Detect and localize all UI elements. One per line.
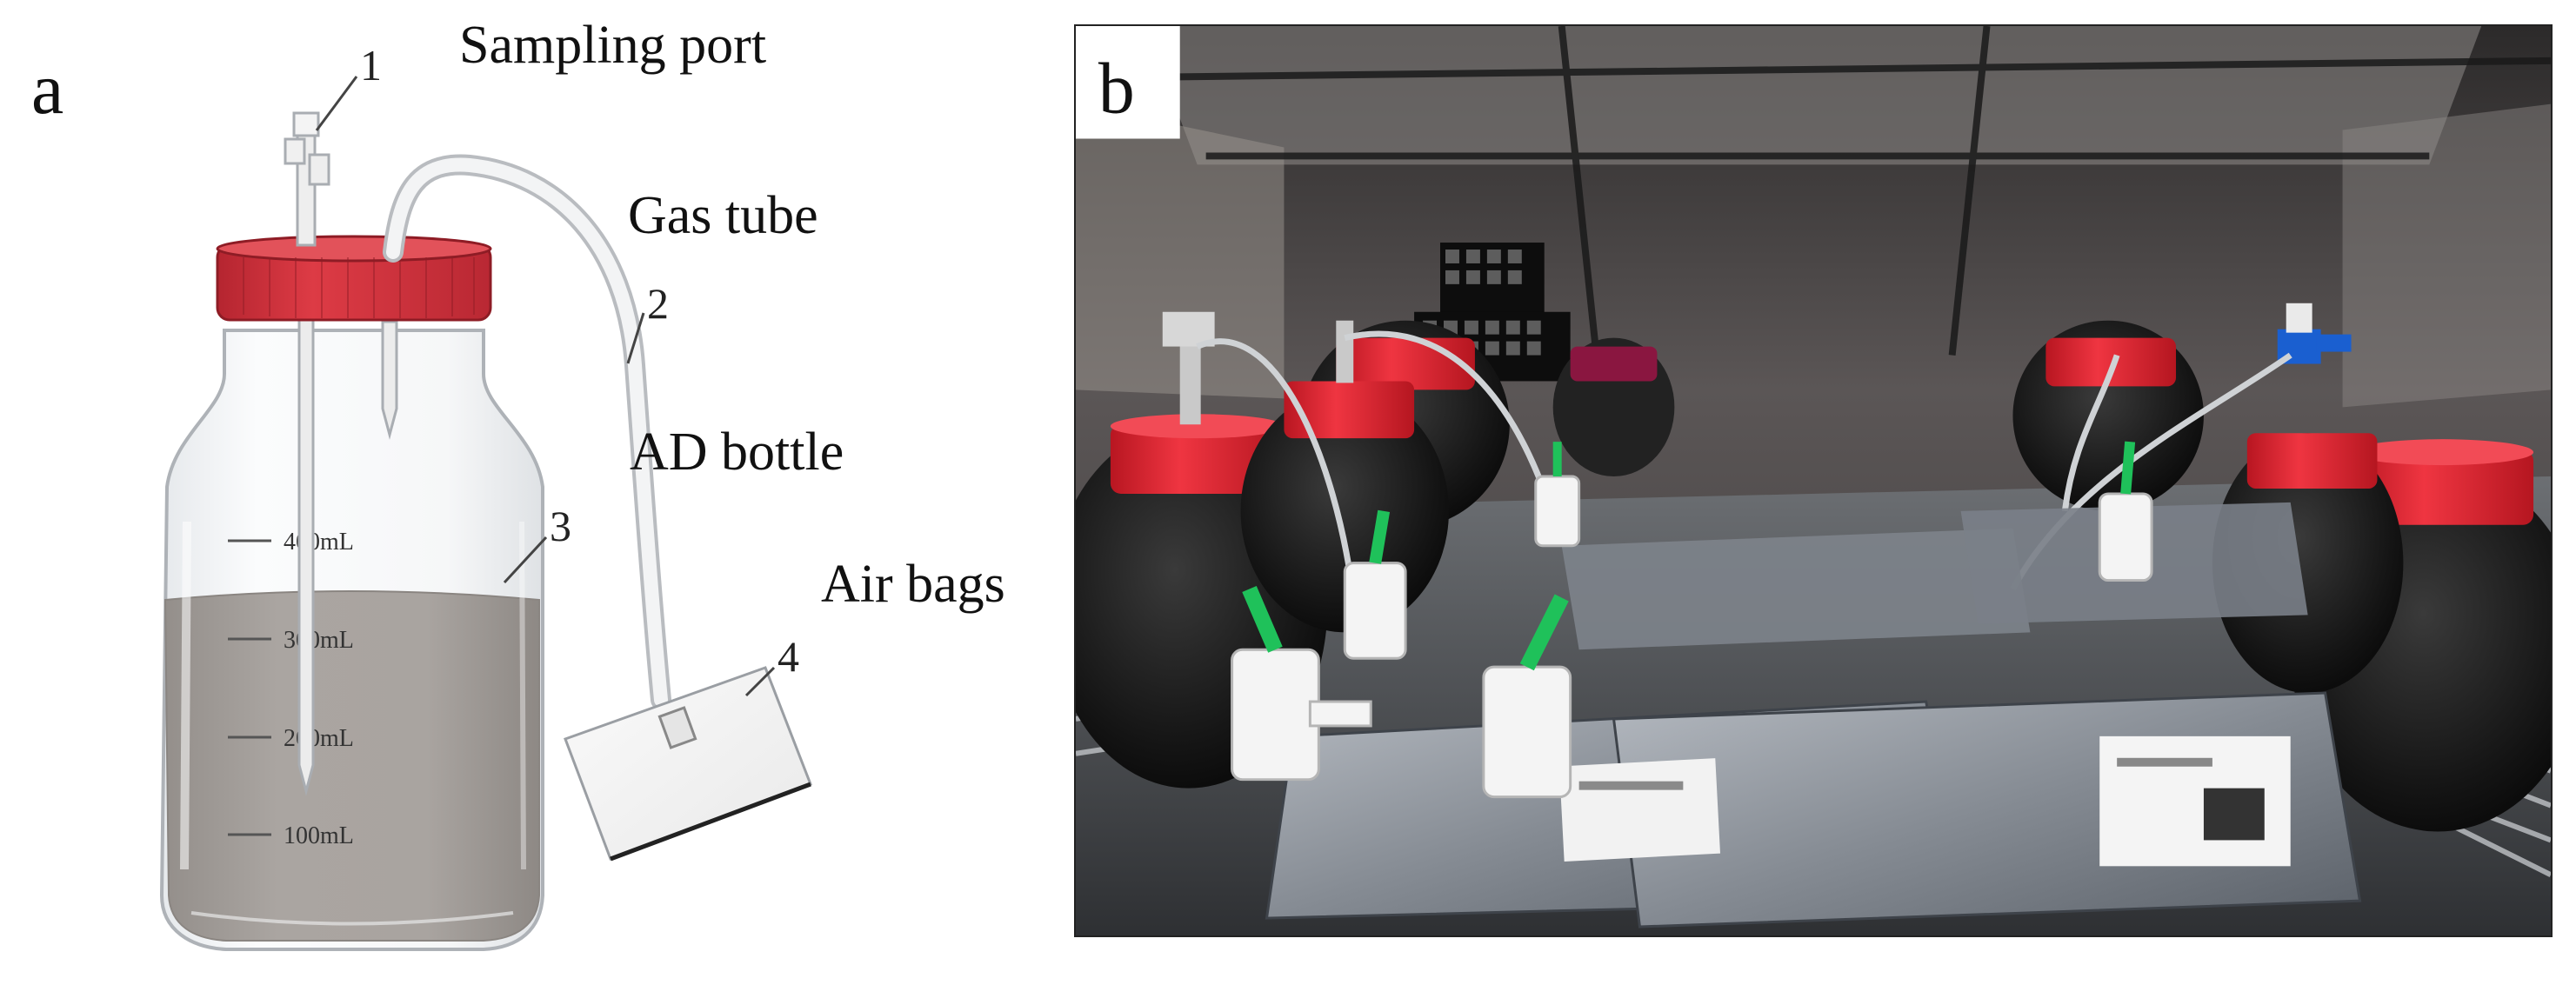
graduation-100ml: 100mL (284, 822, 354, 849)
callout-1: 1 (360, 41, 382, 90)
callout-3: 3 (550, 502, 571, 550)
callout-lines (315, 76, 776, 697)
callout-4: 4 (777, 632, 799, 681)
label-sampling-port: Sampling port (459, 16, 766, 75)
callout-2: 2 (647, 279, 669, 328)
photo-valves (1231, 441, 2153, 799)
graduation-400ml: 400mL (284, 529, 354, 556)
graduation-200ml: 200mL (284, 725, 354, 752)
schematic-panel: a 400mL 300mL 200mL 100mL (31, 16, 1005, 951)
graduation-scale: 400mL 300mL 200mL 100mL (228, 529, 354, 849)
graduation-300ml: 300mL (284, 627, 354, 654)
panel-letter-box (1076, 26, 1180, 139)
photo-panel: b (1074, 24, 2553, 937)
sampling-needle (297, 318, 315, 796)
label-air-bags: Air bags (821, 555, 1005, 614)
bottle-cap (216, 235, 492, 322)
ad-bottle-drawing (159, 329, 544, 951)
label-ad-bottle: AD bottle (630, 423, 844, 482)
sampling-port-valve (284, 111, 330, 247)
gas-needle (381, 320, 398, 440)
photo-bottle-right (2212, 433, 2551, 832)
panel-letter-a: a (31, 49, 63, 130)
photo-air-bags (1265, 502, 2362, 928)
label-gas-tube: Gas tube (628, 186, 818, 245)
air-bag-drawing (564, 666, 812, 862)
panel-letter-b: b (1098, 49, 1135, 130)
